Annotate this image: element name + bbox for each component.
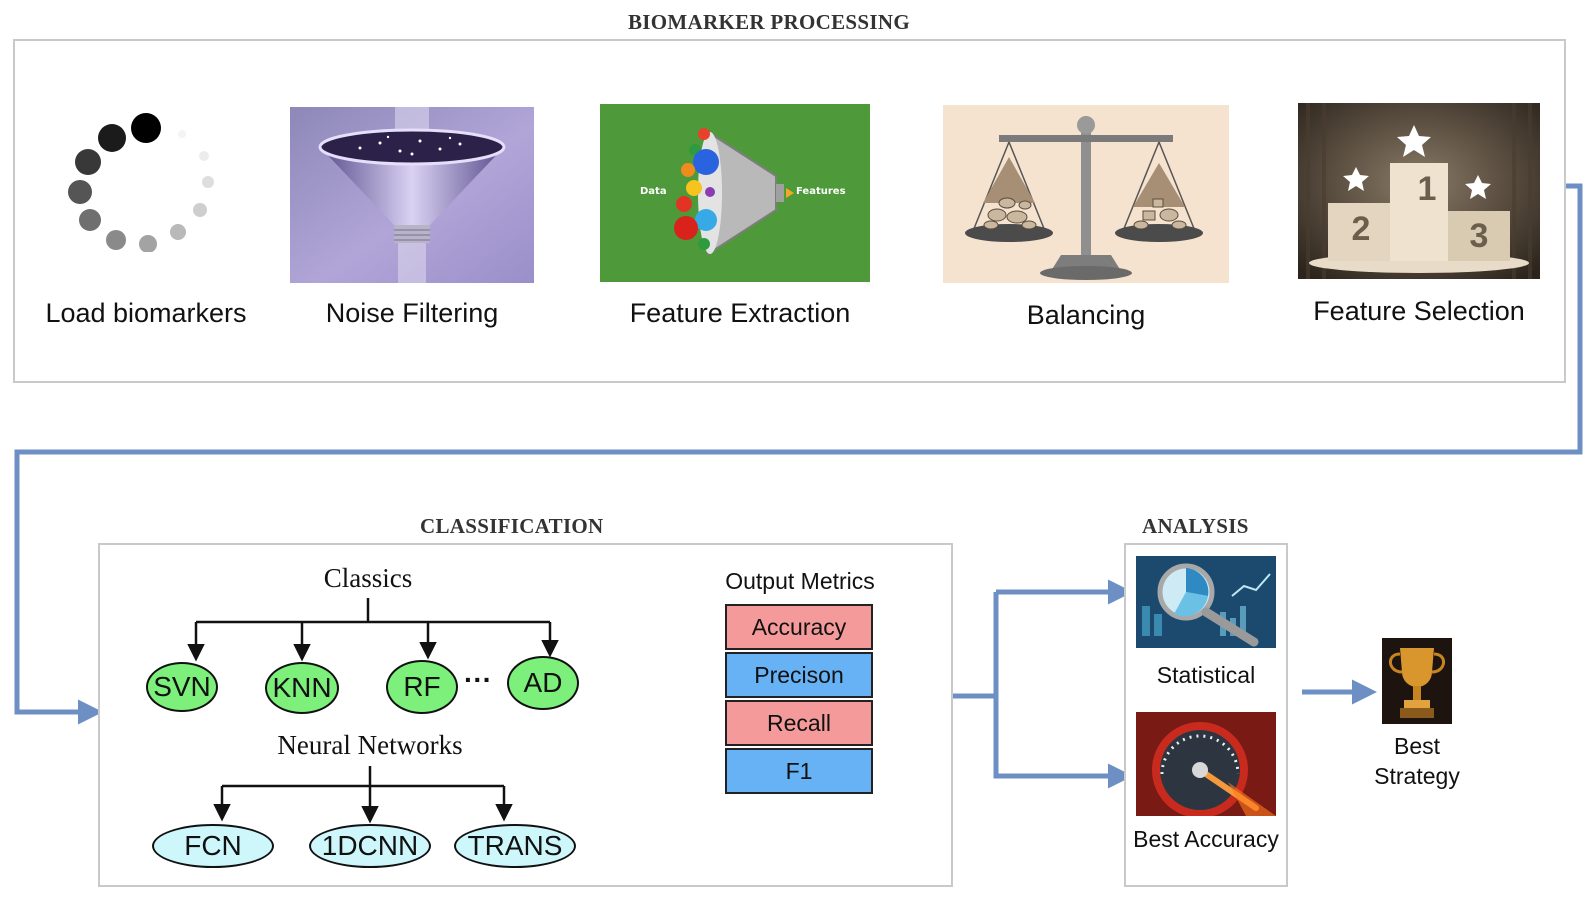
section-title-analysis: ANALYSIS [1142, 514, 1249, 538]
step-label-load: Load biomarkers [45, 298, 247, 328]
podium-third-number: 3 [1469, 217, 1489, 255]
classic-node-svn: SVN [146, 662, 218, 712]
loading-spinner-icon [62, 112, 226, 252]
classics-ellipsis: ··· [464, 664, 492, 695]
result-label-line2: Strategy [1374, 763, 1460, 789]
magnifier-chart-icon [1136, 556, 1276, 648]
classic-node-knn: KNN [265, 662, 339, 714]
metric-f1: F1 [725, 748, 873, 794]
step-label-selection: Feature Selection [1313, 296, 1525, 326]
funnel-icon [290, 107, 534, 283]
podium-icon [1298, 103, 1540, 279]
step-label-extraction: Feature Extraction [629, 298, 851, 328]
section-title-classification: CLASSIFICATION [420, 514, 604, 538]
metrics-table: Accuracy Precison Recall F1 [725, 604, 873, 800]
neural-node-trans: TRANS [454, 824, 576, 868]
feature-extraction-funnel-icon [600, 104, 870, 282]
step-label-filter: Noise Filtering [325, 298, 499, 328]
classic-node-ad: AD [507, 656, 579, 710]
extraction-data-label: Data [640, 186, 667, 197]
trophy-icon [1382, 638, 1452, 724]
podium-second-number: 2 [1351, 210, 1371, 248]
metric-accuracy: Accuracy [725, 604, 873, 650]
neural-node-1dcnn: 1DCNN [309, 824, 431, 868]
extraction-features-label: Features [796, 186, 846, 197]
analysis-statistical-label: Statistical [1156, 662, 1256, 688]
neural-title: Neural Networks [277, 730, 463, 760]
metrics-title: Output Metrics [725, 568, 875, 594]
metric-precision: Precison [725, 652, 873, 698]
speedometer-icon [1136, 712, 1276, 816]
podium-first-number: 1 [1417, 170, 1437, 208]
analysis-best-accuracy-label: Best Accuracy [1133, 826, 1279, 852]
classics-title: Classics [323, 563, 413, 593]
balance-scale-icon [943, 105, 1229, 283]
classic-node-rf: RF [386, 660, 458, 714]
section-title-processing: BIOMARKER PROCESSING [628, 10, 910, 34]
metric-recall: Recall [725, 700, 873, 746]
step-label-balancing: Balancing [1026, 300, 1146, 330]
arrow-to-best-accuracy [993, 696, 1133, 789]
arrow-selection-to-classification [14, 183, 1583, 725]
result-label-line1: Best [1393, 733, 1441, 759]
neural-node-fcn: FCN [152, 824, 274, 868]
